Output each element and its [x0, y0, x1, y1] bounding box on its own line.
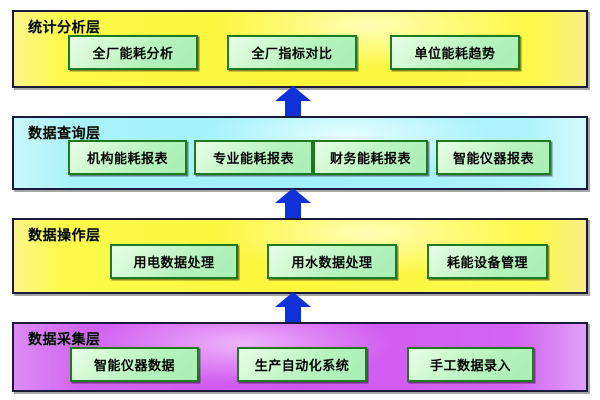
- layer-operation: 数据操作层 用电数据处理 用水数据处理 耗能设备管理: [12, 218, 588, 294]
- layer-title-operation: 数据操作层: [28, 228, 101, 244]
- node-operation-3[interactable]: 耗能设备管理: [427, 244, 548, 279]
- node-collection-1[interactable]: 智能仪器数据: [70, 347, 199, 382]
- node-statistics-1[interactable]: 全厂能耗分析: [68, 35, 198, 70]
- node-query-4[interactable]: 智能仪器报表: [436, 140, 551, 175]
- node-collection-2[interactable]: 生产自动化系统: [237, 347, 367, 382]
- node-statistics-3[interactable]: 单位能耗趋势: [390, 35, 520, 70]
- node-operation-1[interactable]: 用电数据处理: [110, 244, 238, 279]
- up-arrow-icon: [275, 86, 311, 116]
- node-query-3[interactable]: 财务能耗报表: [313, 140, 428, 175]
- up-arrow-icon: [275, 188, 311, 218]
- layer-title-statistics: 统计分析层: [28, 20, 101, 36]
- arrow-collection-to-operation: [275, 292, 311, 322]
- node-query-2[interactable]: 专业能耗报表: [194, 140, 313, 175]
- arrow-query-to-statistics: [275, 86, 311, 116]
- node-collection-3[interactable]: 手工数据录入: [407, 347, 534, 382]
- node-statistics-2[interactable]: 全厂指标对比: [227, 35, 357, 70]
- layer-title-collection: 数据采集层: [28, 332, 101, 348]
- arrow-operation-to-query: [275, 188, 311, 218]
- up-arrow-icon: [275, 292, 311, 322]
- layer-statistics: 统计分析层 全厂能耗分析 全厂指标对比 单位能耗趋势: [12, 10, 588, 88]
- layer-query: 数据查询层 机构能耗报表 专业能耗报表 财务能耗报表 智能仪器报表: [12, 116, 588, 190]
- node-query-1[interactable]: 机构能耗报表: [68, 140, 187, 175]
- layer-title-query: 数据查询层: [28, 126, 101, 142]
- layer-collection: 数据采集层 智能仪器数据 生产自动化系统 手工数据录入: [12, 322, 588, 392]
- node-operation-2[interactable]: 用水数据处理: [267, 244, 397, 279]
